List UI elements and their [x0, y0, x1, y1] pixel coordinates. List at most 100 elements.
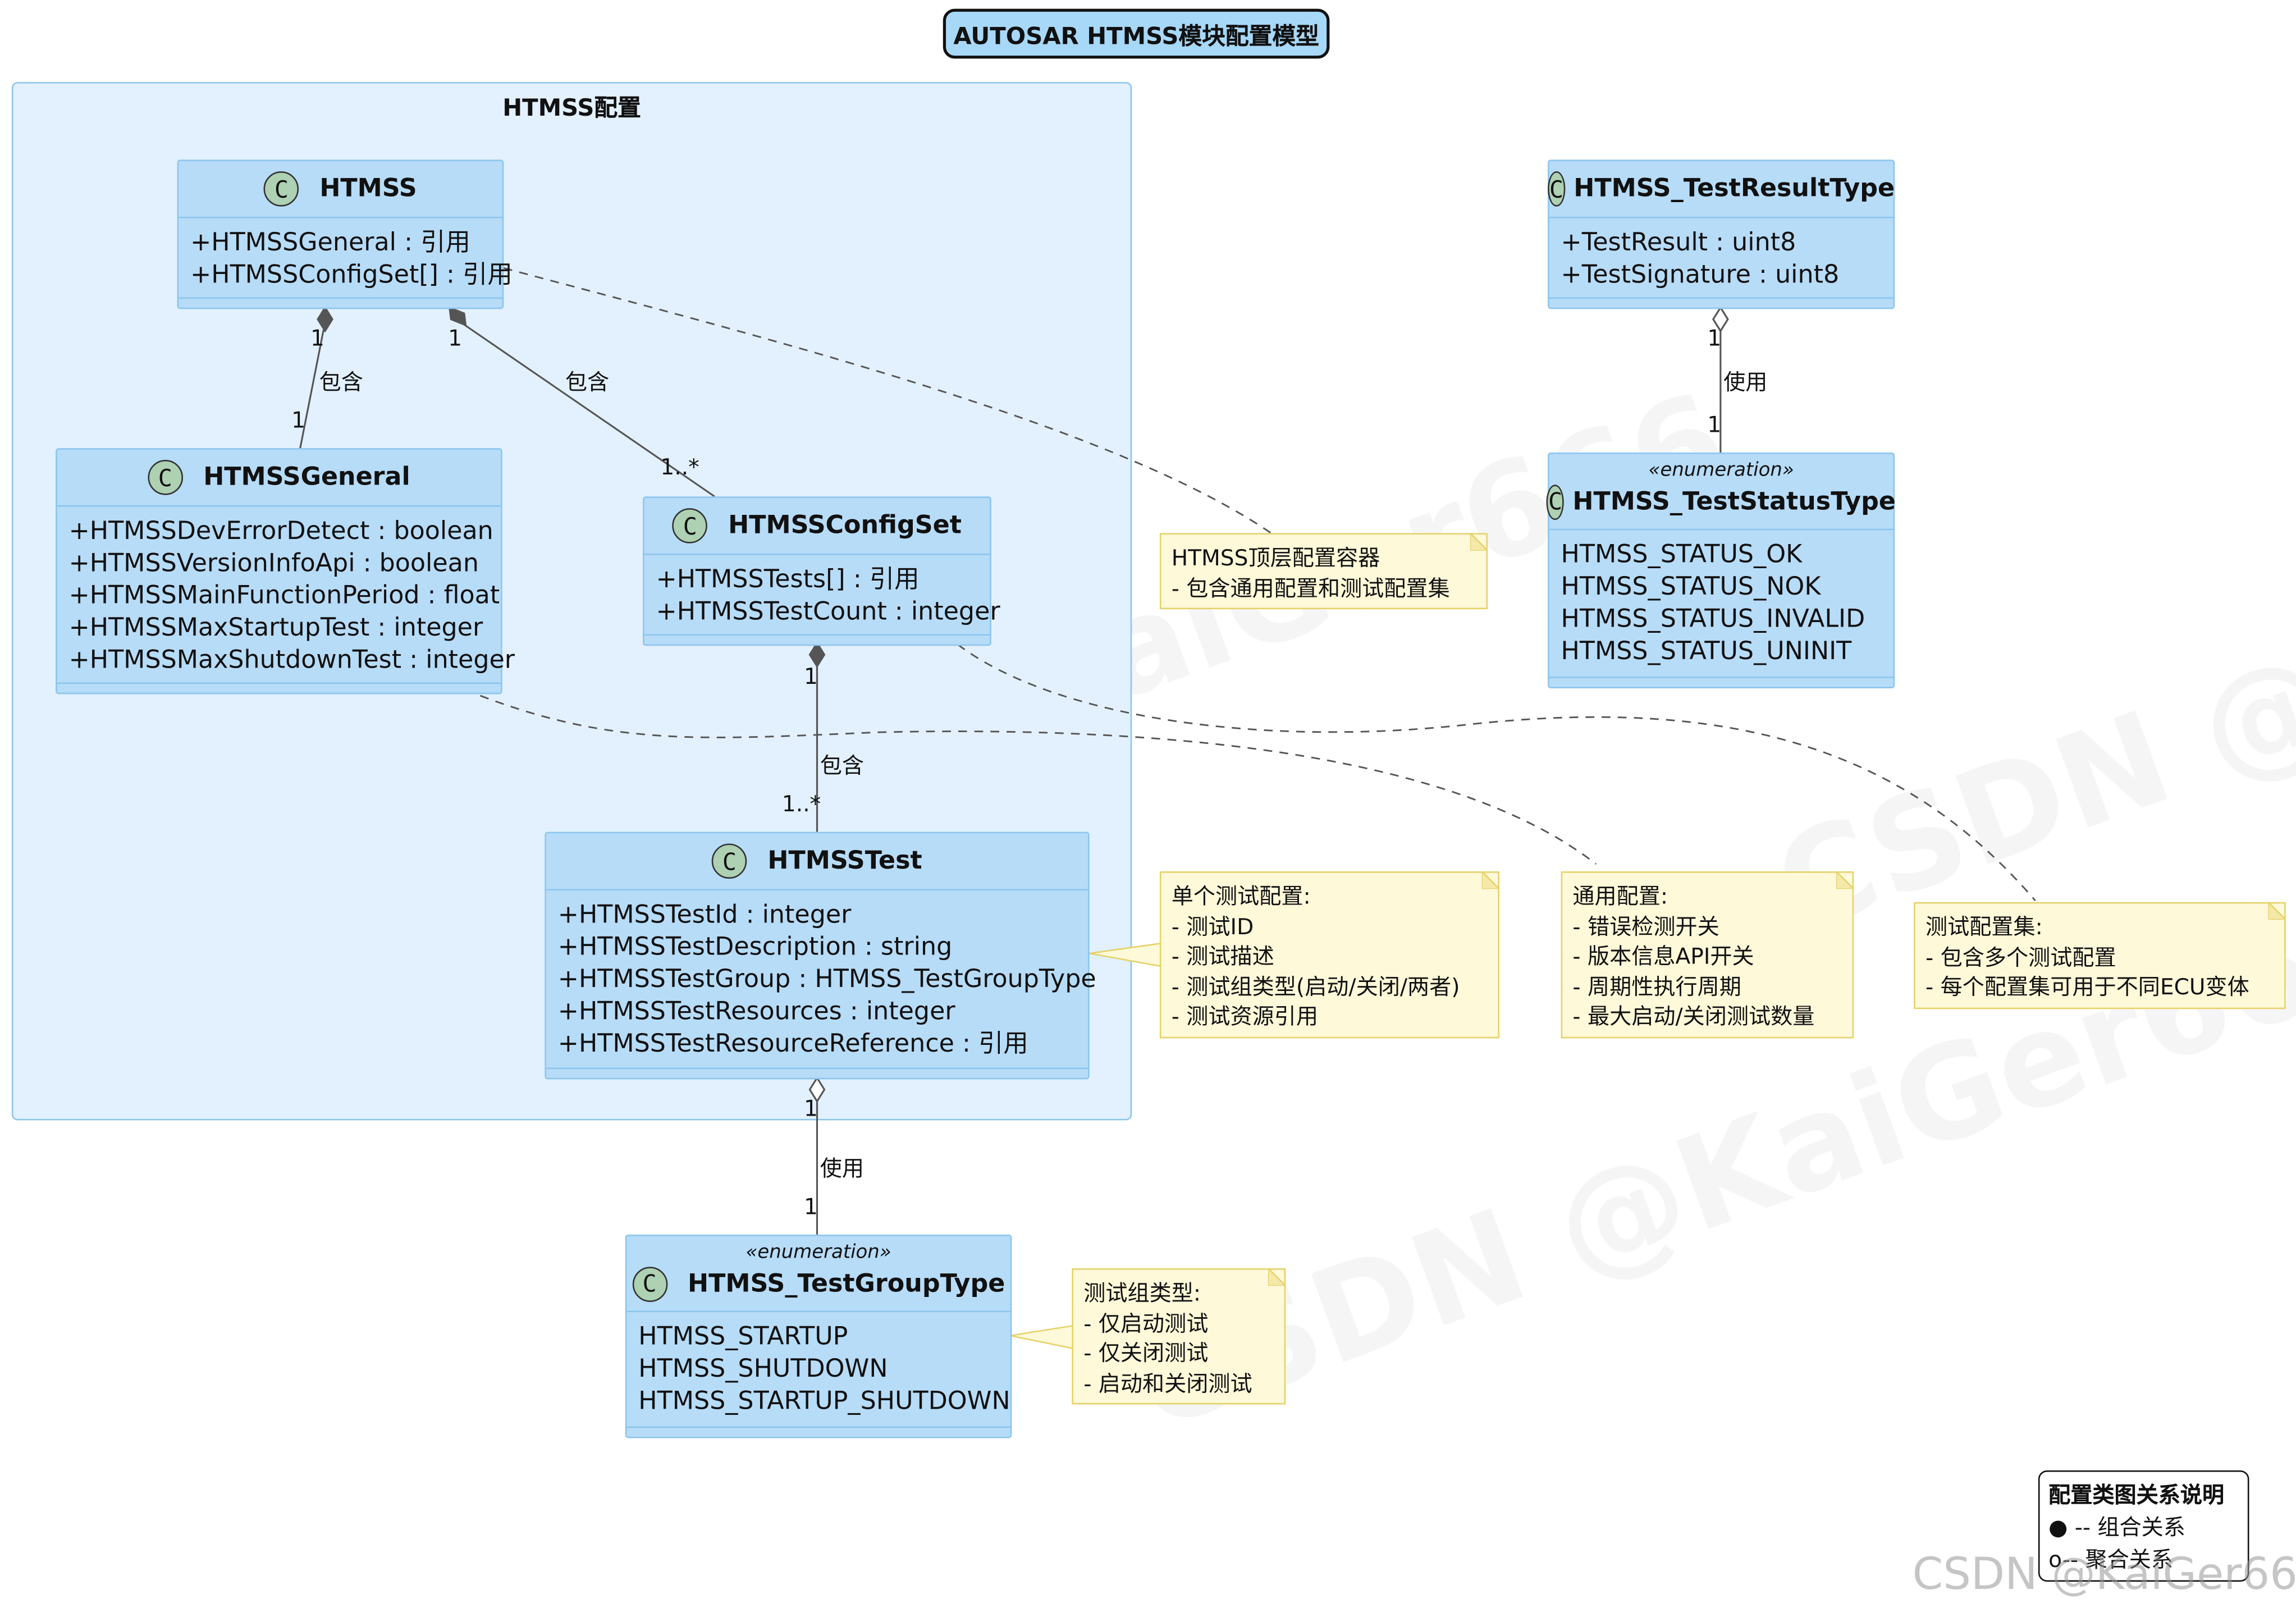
note-line: - 版本信息API开关 — [1572, 943, 1754, 970]
class-name: HTMSSGeneral — [203, 463, 410, 492]
note-line: HTMSS顶层配置容器 — [1171, 545, 1380, 572]
class-attribute: +TestSignature : uint8 — [1561, 261, 1840, 290]
relation-label: 包含 — [319, 369, 363, 396]
class-attribute: +HTMSSMaxShutdownTest : integer — [68, 646, 515, 675]
relation-label: 使用 — [820, 1155, 864, 1182]
class-htmss[interactable]: C HTMSS +HTMSSGeneral : 引用 +HTMSSConfigS… — [177, 159, 513, 309]
mult-label: 1..* — [660, 454, 699, 481]
composition-diamond — [317, 305, 333, 333]
edge-htmss-general — [299, 329, 324, 449]
note-htmss-test: 单个测试配置: - 测试ID - 测试描述 - 测试组类型(启动/关闭/两者) … — [1159, 871, 1500, 1039]
class-name: HTMSS — [319, 174, 417, 204]
note-test-group-type: 测试组类型: - 仅启动测试 - 仅关闭测试 - 启动和关闭测试 — [1072, 1268, 1286, 1405]
composition-diamond — [448, 306, 467, 327]
enum-literal: HTMSS_STARTUP — [638, 1322, 848, 1352]
class-attribute: +HTMSSGeneral : 引用 — [190, 228, 470, 258]
note-link-htmss — [503, 267, 1272, 534]
relation-label: 包含 — [565, 369, 610, 396]
class-attribute: +HTMSSTestId : integer — [557, 901, 852, 930]
class-attribute: +HTMSSVersionInfoApi : boolean — [68, 549, 479, 579]
note-htmss: HTMSS顶层配置容器 - 包含通用配置和测试配置集 — [1159, 533, 1488, 610]
class-name: HTMSS_TestGroupType — [687, 1269, 1005, 1299]
edge-htmss-configset — [462, 323, 715, 497]
enum-literal: HTMSS_STATUS_INVALID — [1561, 605, 1865, 634]
class-htmss-configset[interactable]: C HTMSSConfigSet +HTMSSTests[] : 引用 +HTM… — [643, 496, 1000, 646]
enum-literal: HTMSS_SHUTDOWN — [638, 1354, 888, 1384]
note-line: - 测试组类型(启动/关闭/两者) — [1171, 973, 1460, 1000]
mult-label: 1 — [291, 407, 305, 434]
mult-label: 1 — [1707, 325, 1722, 352]
legend-title: 配置类图关系说明 — [2048, 1482, 2225, 1509]
note-pointer — [1010, 1324, 1076, 1350]
class-icon: C — [632, 1266, 667, 1301]
class-icon: C — [1548, 171, 1565, 207]
relation-label: 使用 — [1723, 369, 1768, 396]
class-attribute: +HTMSSTestCount : integer — [656, 597, 1000, 627]
note-line: - 包含多个测试配置 — [1925, 944, 2116, 971]
note-line: - 测试ID — [1171, 913, 1254, 940]
class-test-group-type[interactable]: «enumeration» C HTMSS_TestGroupType HTMS… — [625, 1234, 1012, 1438]
class-icon: C — [264, 171, 299, 207]
note-line: - 仅启动测试 — [1083, 1310, 1209, 1337]
class-icon: C — [673, 508, 708, 543]
enum-literal: HTMSS_STATUS_UNINIT — [1561, 637, 1852, 666]
note-line: 测试配置集: — [1925, 913, 2043, 940]
class-stereotype: «enumeration» — [745, 1241, 891, 1264]
note-line: 通用配置: — [1572, 883, 1668, 910]
class-attribute: +HTMSSTestGroup : HTMSS_TestGroupType — [557, 965, 1096, 995]
package-title: HTMSS配置 — [502, 93, 641, 122]
class-attribute: +HTMSSTestDescription : string — [557, 933, 953, 962]
enum-literal: HTMSS_STATUS_NOK — [1561, 572, 1821, 602]
class-attribute: +HTMSSConfigSet[] : 引用 — [190, 261, 513, 290]
class-icon: C — [1547, 484, 1564, 519]
note-line: 测试组类型: — [1083, 1280, 1201, 1307]
class-stereotype: «enumeration» — [1648, 460, 1794, 482]
note-line: - 测试描述 — [1171, 943, 1274, 970]
enum-literal: HTMSS_STATUS_OK — [1561, 540, 1803, 570]
note-pointer — [1089, 942, 1164, 968]
legend-box: 配置类图关系说明 ● -- 组合关系 o-- 聚合关系 — [2038, 1470, 2249, 1582]
class-attribute: +HTMSSDevErrorDetect : boolean — [68, 517, 493, 546]
note-line: - 最大启动/关闭测试数量 — [1572, 1003, 1815, 1030]
note-line: - 测试资源引用 — [1171, 1003, 1319, 1030]
legend-item: ● -- 组合关系 — [2048, 1514, 2185, 1541]
note-line: - 包含通用配置和测试配置集 — [1171, 574, 1450, 601]
watermark-corner: CSDN @KaiGer666 — [1912, 1549, 2296, 1601]
class-name: HTMSS_TestStatusType — [1572, 487, 1896, 517]
mult-label: 1 — [1707, 411, 1722, 438]
note-htmss-configset: 测试配置集: - 包含多个测试配置 - 每个配置集可用于不同ECU变体 — [1914, 902, 2286, 1010]
note-line: - 每个配置集可用于不同ECU变体 — [1925, 974, 2249, 1001]
class-htmss-general[interactable]: C HTMSSGeneral +HTMSSDevErrorDetect : bo… — [56, 448, 515, 695]
class-icon: C — [712, 843, 747, 879]
note-line: - 启动和关闭测试 — [1083, 1370, 1252, 1397]
mult-label: 1..* — [781, 791, 821, 817]
class-attribute: +HTMSSTestResources : integer — [557, 997, 955, 1027]
class-attribute: +TestResult : uint8 — [1561, 228, 1796, 258]
note-htmss-general: 通用配置: - 错误检测开关 - 版本信息API开关 - 周期性执行周期 - 最… — [1561, 871, 1854, 1039]
diagram-title: AUTOSAR HTMSS模块配置模型 — [943, 8, 1330, 59]
note-line: - 周期性执行周期 — [1572, 973, 1741, 1000]
class-attribute: +HTMSSMaxStartupTest : integer — [68, 613, 483, 643]
relation-label: 包含 — [820, 752, 864, 779]
aggregation-diamond — [808, 1076, 826, 1103]
class-test-status-type[interactable]: «enumeration» C HTMSS_TestStatusType HTM… — [1547, 452, 1896, 688]
class-test-result-type[interactable]: C HTMSS_TestResultType +TestResult : uin… — [1548, 159, 1895, 309]
note-link-configset — [957, 643, 2036, 902]
composition-diamond — [808, 641, 826, 668]
class-attribute: +HTMSSTestResourceReference : 引用 — [557, 1029, 1028, 1059]
enum-literal: HTMSS_STARTUP_SHUTDOWN — [638, 1387, 1010, 1417]
aggregation-diamond — [1712, 305, 1729, 333]
class-name: HTMSSConfigSet — [728, 511, 962, 541]
mult-label: 1 — [804, 1193, 818, 1220]
note-line: - 错误检测开关 — [1572, 913, 1719, 940]
mult-label: 1 — [804, 663, 818, 690]
mult-label: 1 — [804, 1095, 818, 1122]
class-icon: C — [148, 460, 183, 495]
class-attribute: +HTMSSTests[] : 引用 — [656, 565, 920, 595]
legend-item: o-- 聚合关系 — [2048, 1546, 2174, 1573]
class-attribute: +HTMSSMainFunctionPeriod : float — [68, 581, 500, 611]
class-htmss-test[interactable]: C HTMSSTest +HTMSSTestId : integer +HTMS… — [545, 832, 1096, 1080]
note-link-general — [480, 695, 1597, 865]
class-name: HTMSSTest — [767, 846, 922, 876]
